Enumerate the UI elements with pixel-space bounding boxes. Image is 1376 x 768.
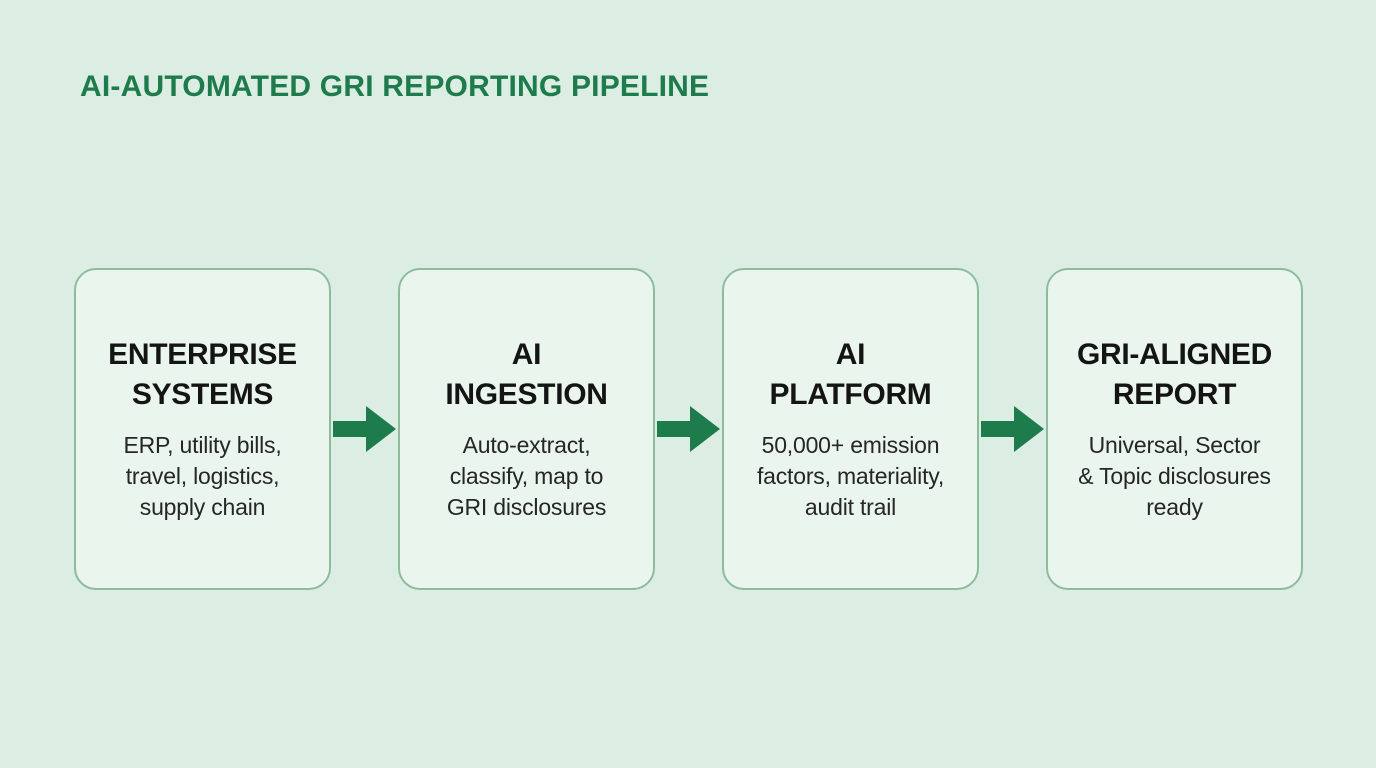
stage-heading: ENTERPRISE SYSTEMS bbox=[108, 338, 297, 411]
stage-description: Auto-extract, classify, map to GRI discl… bbox=[446, 432, 607, 520]
stage-card-gri-aligned-report: GRI-ALIGNED REPORT Universal, Sector & T… bbox=[1046, 268, 1303, 590]
stage-description: 50,000+ emission factors, materiality, a… bbox=[756, 432, 945, 520]
stage-card-ai-ingestion: AI INGESTION Auto-extract, classify, map… bbox=[398, 268, 655, 590]
pipeline-diagram: ENTERPRISE SYSTEMS ERP, utility bills, t… bbox=[74, 268, 1303, 590]
flow-arrow-icon bbox=[981, 406, 1044, 452]
stage-card-enterprise-systems: ENTERPRISE SYSTEMS ERP, utility bills, t… bbox=[74, 268, 331, 590]
flow-arrow-icon bbox=[657, 406, 720, 452]
stage-heading: AI PLATFORM bbox=[769, 338, 932, 411]
stage-heading: AI INGESTION bbox=[445, 338, 608, 411]
stage-card-ai-platform: AI PLATFORM 50,000+ emission factors, ma… bbox=[722, 268, 979, 590]
flow-arrow-icon bbox=[333, 406, 396, 452]
page-title: AI-AUTOMATED GRI REPORTING PIPELINE bbox=[80, 70, 710, 103]
stage-description: ERP, utility bills, travel, logistics, s… bbox=[123, 432, 282, 520]
stage-heading: GRI-ALIGNED REPORT bbox=[1076, 338, 1273, 411]
stage-description: Universal, Sector & Topic disclosures re… bbox=[1078, 432, 1271, 520]
